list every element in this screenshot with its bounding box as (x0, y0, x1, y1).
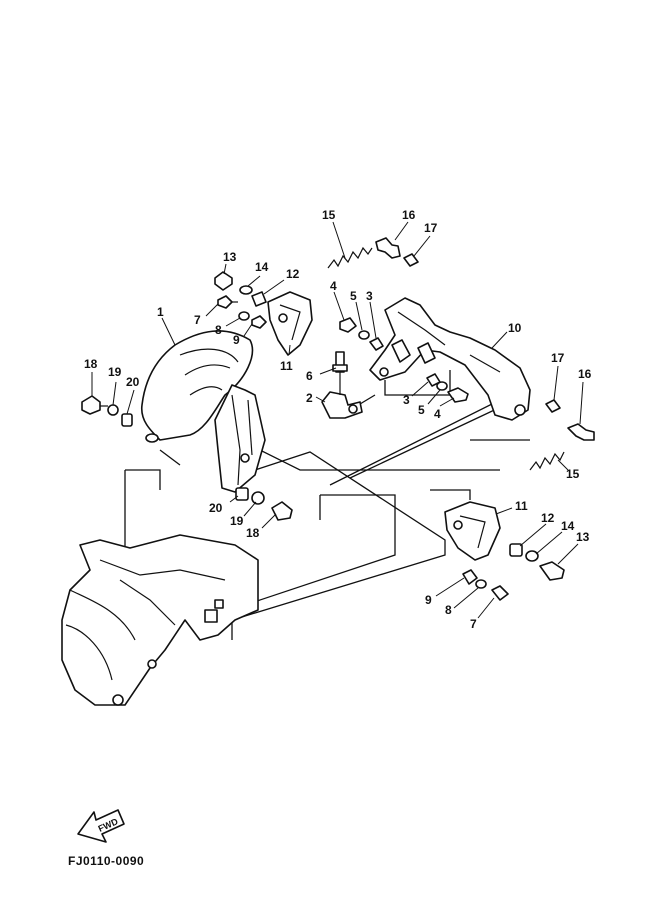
callout-12: 12 (286, 267, 300, 281)
hinge-link (391, 339, 436, 364)
callout-5: 5 (350, 289, 357, 303)
part-11-lower-bracket (444, 501, 501, 561)
part-11-upper-bracket (267, 291, 313, 356)
callout-14: 14 (255, 260, 269, 274)
mount-bracket (214, 384, 266, 493)
callout-17: 17 (424, 221, 438, 235)
callout-4: 4 (330, 279, 337, 293)
part-2-bracket (321, 391, 363, 419)
callout-16: 16 (402, 208, 416, 222)
callout-4: 4 (434, 407, 441, 421)
callout-3: 3 (366, 289, 373, 303)
callout-1: 1 (157, 305, 164, 319)
spring-upper-assembly (327, 237, 419, 269)
part-6-grease-nipple (332, 351, 348, 395)
callout-5: 5 (418, 403, 425, 417)
callout-12: 12 (541, 511, 555, 525)
callout-18: 18 (84, 357, 98, 371)
callout-2: 2 (306, 391, 313, 405)
callout-17: 17 (551, 351, 565, 365)
callout-20: 20 (209, 501, 223, 515)
callout-15: 15 (322, 208, 336, 222)
part-1-cover (140, 330, 254, 443)
callout-14: 14 (561, 519, 575, 533)
figure-code: FJ0110-0090 (68, 854, 145, 868)
callout-9: 9 (425, 593, 432, 607)
fasteners-upper-middle (339, 317, 384, 351)
callout-11: 11 (280, 359, 293, 373)
spring-lower-assembly (529, 399, 595, 471)
part-10-support-plate (369, 297, 531, 421)
callout-13: 13 (223, 250, 237, 264)
fasteners-upper-left (214, 271, 267, 329)
callout-16: 16 (578, 367, 592, 381)
fasteners-left (81, 395, 133, 427)
callout-10: 10 (508, 321, 522, 335)
callout-13: 13 (576, 530, 590, 544)
jet-pump-housing (61, 534, 259, 706)
callout-6: 6 (306, 369, 313, 383)
callout-18: 18 (246, 526, 260, 540)
callout-7: 7 (470, 617, 477, 631)
callout-numbers: 1 2 3 3 4 4 5 5 6 7 7 8 8 9 9 10 11 11 1… (84, 208, 592, 631)
callout-7: 7 (194, 313, 201, 327)
callout-11: 11 (515, 499, 528, 513)
fasteners-lower-middle (235, 487, 293, 521)
callout-19: 19 (108, 365, 122, 379)
callout-19: 19 (230, 514, 244, 528)
callout-9: 9 (233, 333, 240, 347)
callout-15: 15 (566, 467, 580, 481)
callout-8: 8 (445, 603, 452, 617)
fasteners-lower-right (462, 543, 565, 601)
callout-8: 8 (215, 323, 222, 337)
leader-lines (91, 221, 584, 619)
callout-20: 20 (126, 375, 140, 389)
callout-3: 3 (403, 393, 410, 407)
fwd-arrow-icon: FWD (77, 809, 125, 843)
